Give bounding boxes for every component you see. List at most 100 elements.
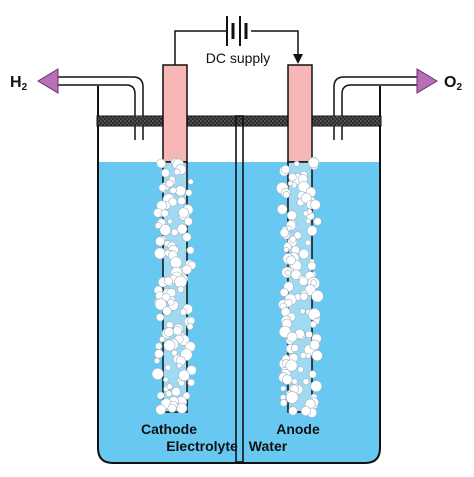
gas-bubble xyxy=(186,323,194,331)
gas-bubble xyxy=(288,173,297,182)
gas-bubble xyxy=(181,264,192,275)
gas-bubble xyxy=(187,178,194,185)
gas-bubble xyxy=(155,342,163,350)
gas-bubble xyxy=(173,168,181,176)
gas-bubble xyxy=(167,218,173,225)
hydrogen-label: H2 xyxy=(10,74,28,93)
gas-bubble xyxy=(298,248,310,260)
gas-bubble xyxy=(313,217,322,226)
gas-bubble xyxy=(182,232,192,242)
cathode-bubbles xyxy=(151,158,197,416)
gas-bubble xyxy=(282,191,290,199)
electrolyte-water xyxy=(98,162,380,463)
gas-bubble xyxy=(291,378,298,385)
gas-bubble xyxy=(176,223,188,235)
gas-bubble xyxy=(287,180,294,187)
gas-bubble xyxy=(299,292,309,301)
gas-bubble xyxy=(154,222,162,229)
gas-bubble xyxy=(305,218,312,224)
gas-bubble xyxy=(178,379,185,387)
gas-bubble xyxy=(164,364,172,371)
battery-icon xyxy=(226,16,248,46)
gas-bubble xyxy=(178,369,190,382)
gas-bubble xyxy=(169,186,177,195)
gas-bubble xyxy=(185,189,193,197)
gas-bubble xyxy=(279,399,288,407)
gas-bubble xyxy=(281,165,291,175)
gas-bubble xyxy=(179,308,187,316)
cathode-electrode-top xyxy=(162,64,188,163)
gas-bubble xyxy=(155,236,166,247)
gas-bubble xyxy=(309,320,317,329)
gas-bubble xyxy=(293,160,300,167)
gas-bubble xyxy=(283,246,290,253)
gas-bubble xyxy=(171,349,178,357)
oxygen-outlet-tube xyxy=(333,76,418,140)
gas-bubble xyxy=(155,313,165,322)
anode-electrode-top xyxy=(287,64,313,163)
container-vessel xyxy=(97,86,381,464)
gas-bubble xyxy=(187,378,195,387)
gas-bubble xyxy=(186,365,197,376)
cathode-label: Cathode xyxy=(141,421,197,437)
gas-bubble xyxy=(309,339,320,351)
anode-label: Anode xyxy=(276,421,320,437)
gas-bubble xyxy=(279,287,289,297)
gas-bubble xyxy=(163,339,176,352)
gas-bubble xyxy=(170,256,183,269)
gas-bubble xyxy=(165,390,173,398)
gas-bubble xyxy=(300,405,312,417)
hydrogen-arrow-icon xyxy=(37,68,59,94)
gas-bubble xyxy=(279,228,290,238)
gas-bubble xyxy=(300,192,312,204)
water-label: Water xyxy=(249,438,288,454)
gas-bubble xyxy=(172,326,183,336)
gas-bubble xyxy=(163,376,169,383)
gas-bubble xyxy=(299,308,306,315)
gas-bubble xyxy=(156,391,165,400)
gas-bubble xyxy=(186,246,195,255)
gas-bubble xyxy=(286,331,298,343)
gas-bubble xyxy=(307,157,320,169)
gas-bubble xyxy=(159,336,166,343)
gas-bubble xyxy=(154,298,167,311)
gas-bubble xyxy=(164,327,174,337)
gas-bubble xyxy=(302,210,309,217)
gas-bubble xyxy=(170,228,179,237)
gas-bubble xyxy=(280,385,287,392)
gas-bubble xyxy=(175,185,187,197)
gas-bubble xyxy=(276,204,288,215)
gas-bubble xyxy=(177,285,185,293)
gas-bubble xyxy=(178,207,189,218)
gas-bubble xyxy=(156,158,166,169)
gas-bubble xyxy=(154,349,164,359)
gas-bubble xyxy=(282,374,293,385)
gas-bubble xyxy=(165,179,174,188)
gas-bubble xyxy=(166,383,173,390)
gas-bubble xyxy=(306,225,318,236)
gas-bubble xyxy=(286,210,298,221)
oxygen-label: O2 xyxy=(444,74,462,93)
gas-bubble xyxy=(311,290,324,303)
gas-bubble xyxy=(305,330,313,339)
separator-membrane xyxy=(235,115,244,463)
gas-bubble xyxy=(162,306,172,316)
gas-bubble xyxy=(176,402,188,414)
gas-bubble xyxy=(153,357,161,365)
gas-bubble xyxy=(290,343,299,352)
gas-bubble xyxy=(285,391,299,404)
gas-bubble xyxy=(159,224,172,236)
gas-bubble xyxy=(297,366,304,373)
wire-arrowhead-icon xyxy=(293,54,303,64)
gas-bubble xyxy=(293,231,302,240)
gas-bubble xyxy=(302,378,310,386)
oxygen-arrow-icon xyxy=(416,68,438,94)
gas-bubble xyxy=(163,276,173,286)
gas-bubble xyxy=(285,359,298,372)
gas-bubble xyxy=(284,269,291,276)
gas-bubble xyxy=(167,403,177,413)
gas-bubble xyxy=(177,196,186,206)
gas-bubble xyxy=(154,247,166,260)
